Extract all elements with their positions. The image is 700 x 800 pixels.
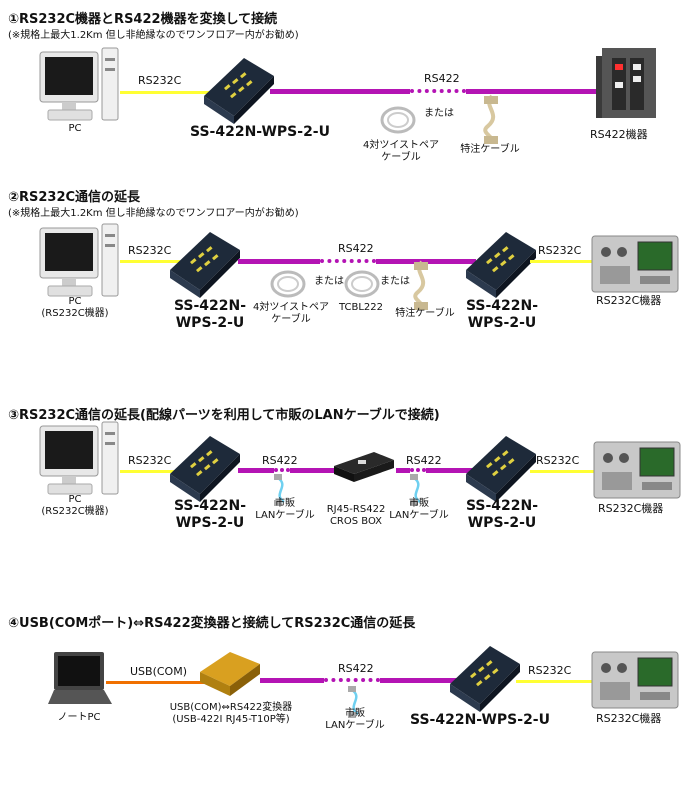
rs422-dotted-line: [410, 89, 466, 97]
pc-label: PC (RS232C機器): [41, 296, 109, 319]
cable-label: 4対ツイストペア ケーブル: [362, 140, 440, 163]
pc-icon: [39, 47, 119, 121]
rs232c-device-icon: [591, 651, 679, 709]
link-label: RS422: [338, 242, 374, 255]
section2-title: ②RS232C通信の延長: [8, 190, 141, 205]
device-label: RS232C機器: [596, 712, 662, 725]
cros-box-label: RJ45-RS422 CROS BOX: [326, 504, 386, 527]
converter-icon: [466, 232, 536, 298]
link-label: RS232C: [536, 454, 580, 467]
rs232c-line: [530, 470, 594, 473]
custom-cable-icon: [412, 260, 430, 312]
link-label: RS422: [262, 454, 298, 467]
rs422-dotted-line: [320, 259, 376, 267]
section4-title: ④USB(COMポート)⇔RS422変換器と接続してRS232C通信の延長: [8, 616, 416, 631]
lan-cable-label: 市販 LANケーブル: [325, 708, 385, 731]
section2-note: (※規格上最大1.2Km 但し非絶縁なのでワンフロアー内がお勧め): [8, 208, 299, 219]
pc-label: PC: [68, 123, 82, 134]
pc-label: ノートPC: [57, 712, 101, 723]
converter-label: SS-422N-WPS-2-U: [410, 712, 550, 728]
rs422-line: [260, 678, 324, 683]
converter-icon: [170, 436, 240, 502]
link-label: USB(COM): [130, 665, 187, 678]
rs232c-line: [530, 260, 592, 263]
rs232c-device-icon: [591, 235, 679, 293]
rs232c-line: [120, 91, 220, 94]
cros-box-icon: [334, 452, 394, 482]
converter-label: SS-422N- WPS-2-U: [173, 498, 247, 531]
rs422-line: [466, 89, 596, 94]
rs422-line: [238, 468, 274, 473]
lan-cable-label: 市販 LANケーブル: [255, 498, 315, 521]
link-label: RS422: [406, 454, 442, 467]
usb-converter-icon: [200, 652, 260, 696]
converter-icon: [450, 646, 520, 712]
rs422-line: [376, 259, 476, 264]
link-label: RS422: [424, 72, 460, 85]
device-label: RS232C機器: [596, 294, 662, 307]
pc-icon: [39, 223, 119, 297]
rs422-dotted-line: [274, 468, 290, 476]
link-label: RS232C: [128, 244, 172, 257]
rs232c-line: [120, 260, 180, 263]
cable-label: 4対ツイストペア ケーブル: [252, 302, 330, 325]
custom-cable-icon: [482, 94, 500, 146]
twisted-pair-cable-icon: [380, 106, 416, 134]
link-label: RS232C: [538, 244, 582, 257]
or-label: または: [380, 276, 410, 287]
rs232c-device-icon: [593, 441, 681, 499]
laptop-icon: [48, 652, 112, 704]
section1-note: (※規格上最大1.2Km 但し非絶縁なのでワンフロアー内がお勧め): [8, 30, 299, 41]
rs422-dotted-line: [324, 678, 380, 686]
device-label: RS232C機器: [598, 502, 664, 515]
rs422-dotted-line: [410, 468, 426, 476]
section1-title: ①RS232C機器とRS422機器を変換して接続: [8, 12, 278, 27]
usb-converter-label: USB(COM)⇔RS422変換器 (USB-422I RJ45-T10P等): [169, 702, 293, 725]
usb-line: [106, 681, 210, 684]
cable-label: 特注ケーブル: [460, 144, 520, 155]
rs232c-line: [516, 680, 592, 683]
rs422-line: [290, 468, 338, 473]
rs422-line: [238, 259, 320, 264]
rs422-line: [270, 89, 410, 94]
rs422-device-icon: [596, 48, 656, 118]
rs422-line: [426, 468, 476, 473]
device-label: RS422機器: [590, 128, 648, 141]
converter-icon: [170, 232, 240, 298]
link-label: RS422: [338, 662, 374, 675]
link-label: RS232C: [138, 74, 182, 87]
cable-label: TCBL222: [338, 302, 384, 313]
rs232c-line: [120, 470, 180, 473]
converter-icon: [466, 436, 536, 502]
lan-cable-label: 市販 LANケーブル: [389, 498, 449, 521]
pc-icon: [39, 421, 119, 495]
rs422-line: [396, 468, 410, 473]
link-label: RS232C: [128, 454, 172, 467]
or-label: または: [314, 276, 344, 287]
converter-label: SS-422N- WPS-2-U: [465, 298, 539, 331]
cable-label: 特注ケーブル: [395, 308, 455, 319]
pc-label: PC (RS232C機器): [41, 494, 109, 517]
converter-label: SS-422N- WPS-2-U: [173, 298, 247, 331]
or-label: または: [424, 108, 454, 119]
tcbl222-cable-icon: [344, 270, 380, 298]
converter-label: SS-422N-WPS-2-U: [190, 124, 330, 140]
rs422-line: [380, 678, 460, 683]
twisted-pair-cable-icon: [270, 270, 306, 298]
converter-label: SS-422N- WPS-2-U: [465, 498, 539, 531]
section3-title: ③RS232C通信の延長(配線パーツを利用して市販のLANケーブルで接続): [8, 408, 440, 423]
converter-icon: [204, 58, 274, 124]
link-label: RS232C: [528, 664, 572, 677]
